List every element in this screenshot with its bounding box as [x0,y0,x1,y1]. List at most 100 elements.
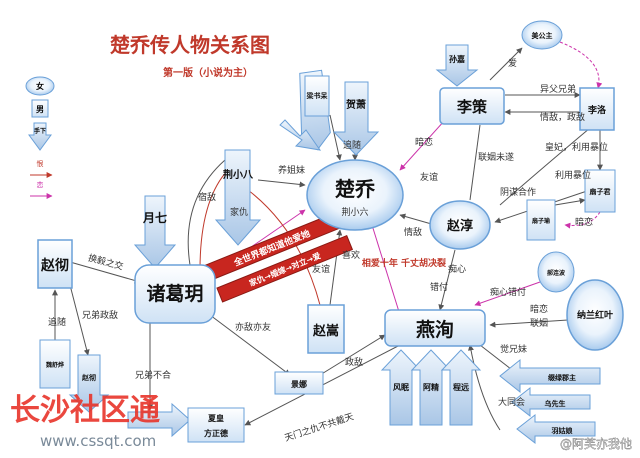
node-lice[interactable] [439,87,505,125]
watermark-name: 长沙社区通 [10,393,160,428]
arrow-chengyuan [440,349,482,426]
node-weishuye-label: 魏舒烨 [45,361,64,369]
node-yazijun[interactable] [526,199,556,241]
edge-nalan-yanxun [489,319,569,328]
edge-zhaoche-zhuge [69,261,141,284]
node-zhulian-label: 郝连波 [547,269,566,277]
edge-label-yichi: 亦敌亦友 [235,321,271,333]
node-wang-label: 方正德 [204,428,228,438]
arrow-into-lice [279,119,322,151]
node-nalan[interactable] [566,279,624,351]
edge-label-huangfei: 皇妃，利用暴位 [545,141,608,153]
edge-label-youyi: 友谊 [312,263,330,275]
node-chengyuan-label: 程远 [453,382,469,392]
node-liluo-label: 李洛 [587,104,607,116]
arrow-fengmian [380,349,422,426]
edge-label-juemei: 觉兄妹 [500,343,527,355]
node-zhaochun[interactable] [429,200,491,250]
edge-label-lianyin2: 联姻 [530,317,548,329]
edge-zhuge-jing [199,169,229,271]
node-jingpeng[interactable] [274,371,324,395]
node-liangshu-label: 梁书呆 [306,91,329,100]
node-shanzijun[interactable] [584,169,616,213]
node-shanzijun-label: 扇子君 [590,187,611,196]
edge-dalian [468,344,501,431]
edge-label-anlian2: 暗恋 [530,303,548,315]
edge-label-qiangxian: 暗恋 [415,136,433,148]
node-jingxiaoba-label: 荆小八 [223,168,254,181]
node-zhaobro-label: 赵彻 [81,373,96,382]
node-nalan-label: 纳兰红叶 [577,309,613,321]
edge-jing-chuqiao [257,179,306,188]
edge-lice-gongzhu [489,47,523,81]
arrow-jingxiaoba [214,149,262,246]
edge-liang-chuqiao [329,114,342,161]
legend: 女 男 手下 恨 恋 [25,76,55,199]
node-yanxun-label: 燕洵 [416,318,454,341]
node-liluo[interactable] [579,87,615,131]
arrow-yuanzhu [499,358,601,394]
node-hexiao-label: 贺萧 [345,98,366,111]
edge-label-xihuan: 喜欢 [342,249,360,261]
edge-label-zhuisui: 追随 [48,316,66,328]
node-yugu-label: 羽姑娘 [552,426,574,435]
legend-male-label: 男 [36,105,44,114]
arrow-wuxiansheng [511,386,591,418]
node-jingpeng-label: 景娜 [291,379,307,389]
edge-label-xiongdi: 兄弟政敌 [82,309,118,321]
node-zhugeyue[interactable] [134,264,216,324]
edge-label-tianmen: 天门之仇不共戴天 [283,410,355,444]
node-zhulian[interactable] [537,251,575,293]
arrow-yugu [516,413,596,445]
edge-zhulian-yanxun [474,281,541,307]
node-chuqiao[interactable] [306,159,404,231]
edge-label-chidi: 痴心错付 [490,286,526,298]
arrow-yuwenhuai [435,44,479,87]
node-zhaoche[interactable] [37,239,73,289]
edge-label-liyong: 利用暴位 [555,169,591,181]
node-fengmian-label: 风眠 [393,383,409,392]
edge-jingpeng-yanxun [319,334,386,376]
edge-label-yifu: 异父兄弟 [540,83,576,95]
edge-label-yangjie: 养姐妹 [278,164,305,176]
watermark: 长沙社区通 www.cssqt.com @阿芙亦我他 [10,393,632,451]
watermark-url: www.cssqt.com [40,432,156,450]
edge-label-anlian: 暗恋 [575,216,593,228]
edge-labels: 换毅之交 追随 兄弟政敌 宿敌 家仇 养姐妹 追随 友谊 喜欢 暗恋 友谊 联姻… [48,58,608,444]
subordinate-arrows [68,44,601,445]
node-liangshu[interactable] [304,75,330,117]
edge-yazi-shanzi [554,197,586,206]
node-xiahuang[interactable] [187,407,245,443]
legend-hate-label: 恨 [37,159,44,168]
edge-zhaochun-chuqiao [399,213,436,226]
edge-zhaochun-yanxun [438,249,456,311]
node-zhaoche-label: 赵彻 [40,257,69,274]
edge-label-huanyi: 换毅之交 [87,252,125,273]
watermark-weibo: @阿芙亦我他 [560,436,632,451]
edge-label-youyi2: 友谊 [420,171,438,183]
edge-gongzhu-liluo [559,41,603,89]
legend-female-label: 女 [36,81,44,91]
node-wuxiansheng-label: 乌先生 [545,399,566,408]
arrow-zhao-bro [68,354,110,413]
edge-yanxun-chuqiao [371,224,401,316]
edge-label-lianyin: 联姻未遂 [478,151,514,163]
node-zhaosong[interactable] [307,304,345,354]
edge-label-xiangai: 相爱十年 千丈胡决裂 [362,257,446,269]
legend-love-label: 恋 [37,180,44,189]
edges [52,41,603,431]
legend-male-shape [31,99,49,118]
arrow-ajing [410,349,452,426]
edge-shanzi-yazi [564,211,601,229]
edge-label-dalianhui: 大同会 [498,396,525,408]
node-gongzhu[interactable] [521,20,563,50]
node-weishuye[interactable] [39,339,71,389]
node-chuqiao-label: 楚乔 [335,177,376,201]
edge-label-zhuisui2: 追随 [343,139,361,151]
legend-subordinate-label: 手下 [34,127,46,135]
page-subtitle: 第一版（小说为主） [163,66,253,79]
edge-zhuge-jing2 [187,159,226,266]
arrow-yueqi [133,195,177,269]
node-yanxun[interactable] [384,309,486,347]
